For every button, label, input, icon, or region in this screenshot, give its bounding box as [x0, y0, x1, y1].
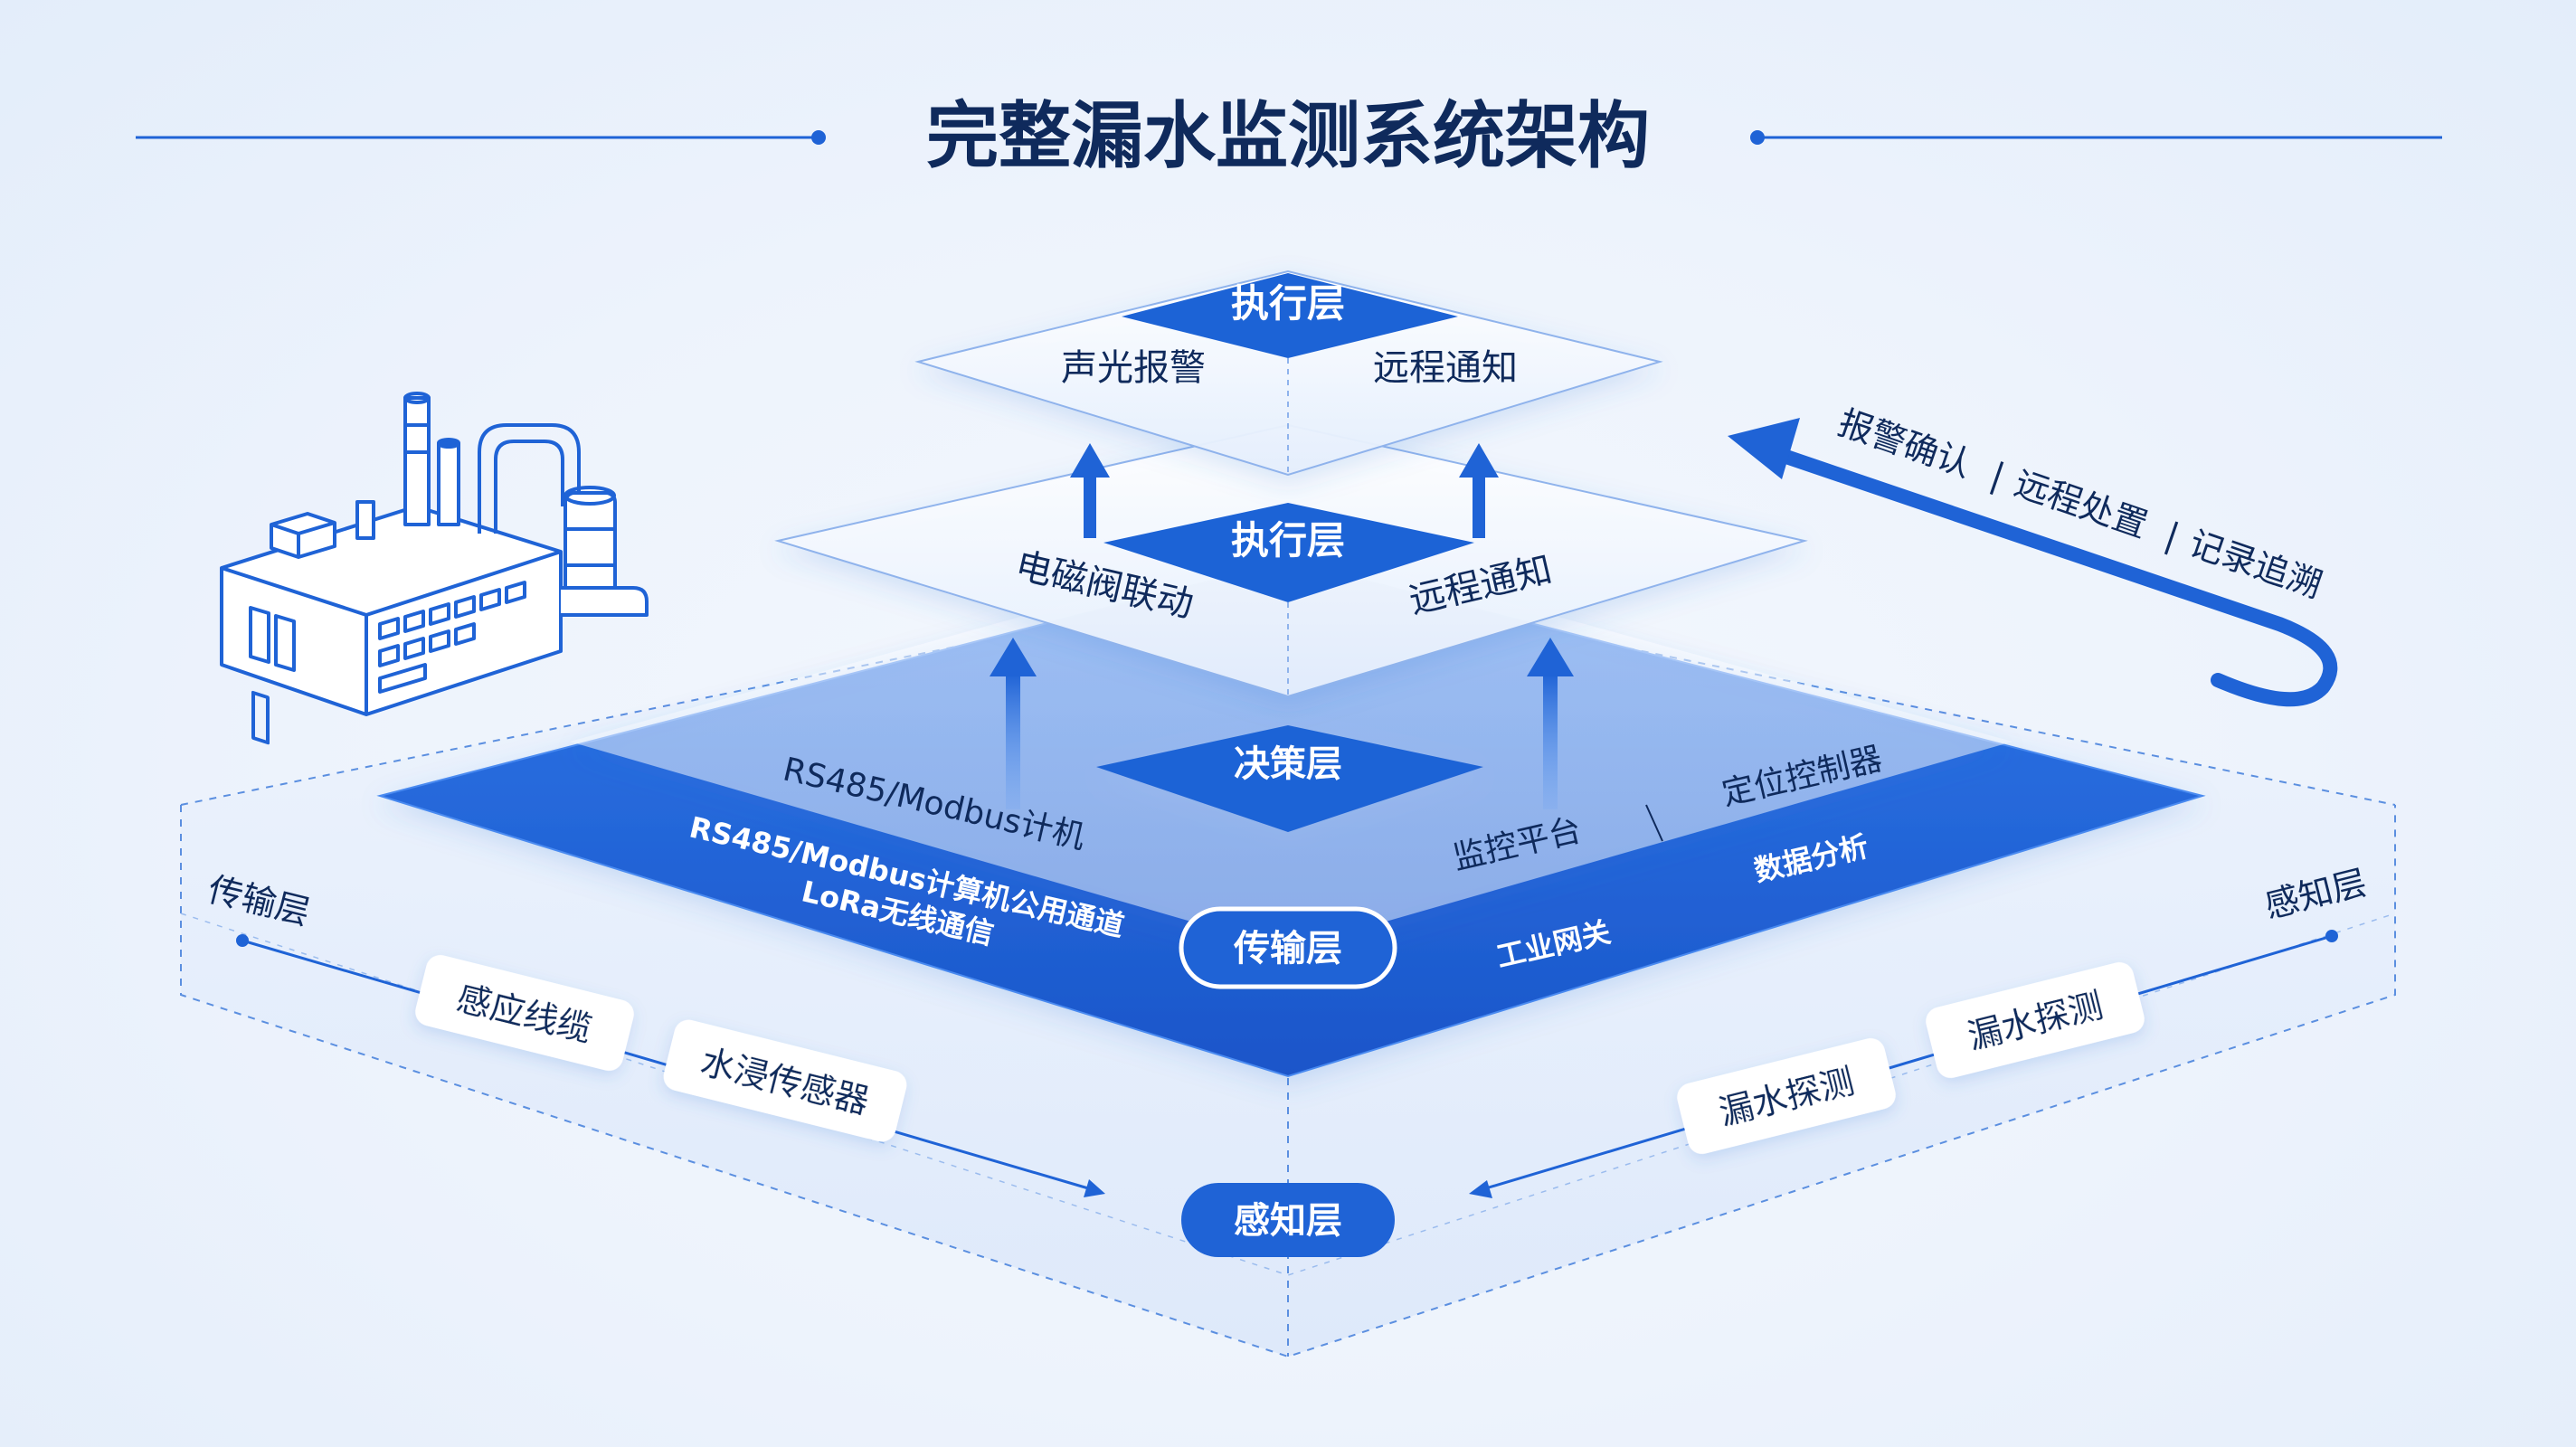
top-label-plate [1122, 273, 1458, 358]
top-right-item: 远程通知 [1373, 347, 1518, 389]
feedback-arrow: 报警确认 | 远程处置 | 记录追溯 [1728, 402, 2338, 707]
title-group: 完整漏水监测系统架构 [136, 94, 2442, 178]
exec2-plate [774, 423, 1808, 698]
feedback-sep-2: | [2160, 515, 2184, 557]
perception-pill: 感知层 [1181, 1183, 1395, 1257]
feedback-sep-1: | [1985, 455, 2010, 497]
right-flow-line [1479, 934, 2333, 1192]
decision-layer-name: 决策层 [1234, 743, 1342, 785]
chip-right-1: 漏水探测 [1926, 962, 2145, 1078]
up-arrow-right-lower [1527, 638, 1574, 809]
page-title: 完整漏水监测系统架构 [926, 94, 1650, 178]
title-dot-right [1750, 130, 1765, 145]
transport-pill: 传输层 [1179, 906, 1397, 989]
decision-label-plate [1096, 725, 1483, 832]
perception-layer-name: 感知层 [1234, 1200, 1342, 1242]
title-dot-left [811, 130, 826, 145]
transport-layer-name: 传输层 [1233, 928, 1342, 969]
up-arrows [990, 443, 1574, 809]
feedback-item-1: 报警确认 [1833, 402, 1976, 485]
decision-divider [1645, 804, 1663, 842]
exec2-layer-name: 执行层 [1231, 518, 1345, 563]
feedback-arrow-path [1766, 445, 2338, 707]
left-side-flow: 传输层 感应线缆 水浸传感器 [204, 869, 1105, 1197]
decision-plate [570, 543, 2012, 950]
factory-icon [220, 392, 649, 745]
feedback-arrow-head [1728, 418, 1800, 479]
exec2-label-plate [1103, 503, 1474, 602]
up-arrow-left-lower [990, 638, 1037, 809]
up-arrow-left-upper [1070, 443, 1110, 538]
up-arrow-right-upper [1459, 443, 1499, 538]
top-left-item: 声光报警 [1061, 347, 1206, 389]
chip-left-1: 感应线缆 [415, 955, 634, 1071]
chip-right-2: 漏水探测 [1677, 1038, 1896, 1154]
base-outline [180, 805, 2396, 1358]
top-layer-name: 执行层 [1231, 281, 1345, 326]
top-plate [914, 270, 1663, 477]
